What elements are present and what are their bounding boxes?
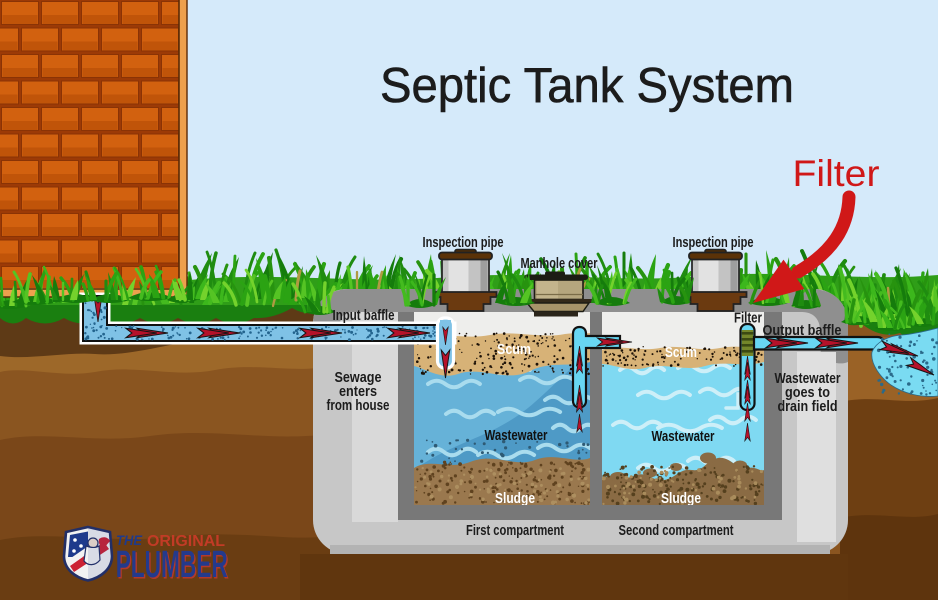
svg-text:Filter: Filter (734, 310, 762, 327)
svg-text:First compartment: First compartment (466, 522, 564, 539)
svg-text:PLUMBER: PLUMBER (117, 545, 229, 587)
svg-text:Sewage: Sewage (335, 369, 382, 386)
svg-text:ORIGINAL: ORIGINAL (147, 533, 225, 550)
svg-text:Scum: Scum (665, 344, 697, 361)
svg-text:Filter: Filter (793, 153, 880, 194)
svg-text:Second compartment: Second compartment (619, 522, 734, 539)
svg-text:Input baffle: Input baffle (333, 307, 395, 324)
svg-text:THE: THE (116, 533, 143, 548)
svg-text:Inspection pipe: Inspection pipe (423, 234, 504, 251)
svg-text:Septic Tank System: Septic Tank System (380, 59, 794, 113)
svg-text:goes to: goes to (785, 384, 830, 401)
svg-text:drain field: drain field (778, 398, 838, 415)
svg-text:Output baffle: Output baffle (763, 322, 842, 339)
svg-text:enters: enters (339, 383, 377, 400)
svg-text:PLUMBER: PLUMBER (116, 544, 228, 586)
svg-text:Sludge: Sludge (661, 490, 701, 507)
svg-text:Inspection pipe: Inspection pipe (673, 234, 754, 251)
svg-text:Sludge: Sludge (495, 490, 535, 507)
svg-text:Scum: Scum (497, 341, 531, 358)
svg-text:Manhole cover: Manhole cover (521, 255, 598, 272)
svg-text:Wastewater: Wastewater (775, 370, 841, 387)
svg-text:Wastewater: Wastewater (485, 427, 548, 444)
svg-text:from house: from house (327, 397, 390, 414)
svg-text:Wastewater: Wastewater (652, 428, 715, 445)
